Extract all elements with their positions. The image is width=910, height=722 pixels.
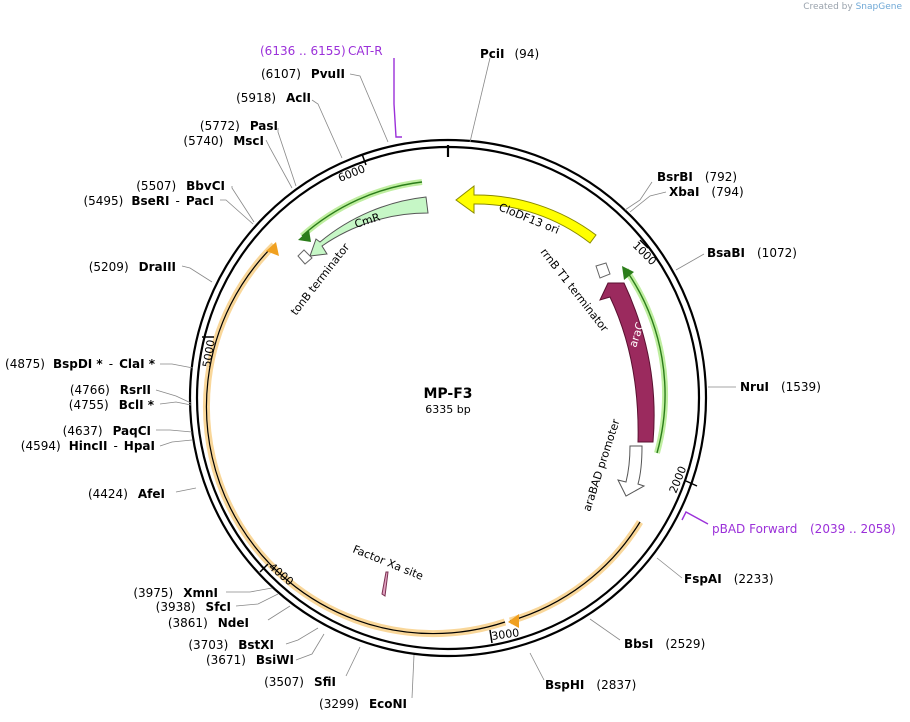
- tick-marks: [202, 153, 698, 644]
- site-hincii-hpai: (4594)HincII-HpaI: [21, 439, 155, 453]
- site-bseri-paci: (5495)BseRI-PacI: [83, 194, 214, 208]
- site-bsabi: BsaBI(1072): [707, 246, 797, 260]
- feature-clodf13-ori: [455, 184, 597, 244]
- feature-arac: [599, 282, 655, 443]
- site-nrui: NruI(1539): [740, 380, 821, 394]
- feature-factor-xa-site: [381, 571, 389, 597]
- site-bspdi-clai: (4875)BspDI *-ClaI *: [5, 357, 156, 371]
- label-rrnb-terminator: rrnB T1 terminator: [538, 246, 612, 335]
- site-fspai: FspAI(2233): [684, 572, 774, 586]
- site-bsphi: BspHI(2837): [545, 678, 636, 692]
- orf-arc-arac: [622, 266, 669, 454]
- plasmid-size: 6335 bp: [425, 403, 470, 416]
- site-msci: (5740)MscI: [183, 134, 264, 148]
- site-draiii: (5209)DraIII: [89, 260, 176, 274]
- orf-arc-large: [203, 242, 507, 638]
- site-paqci: (4637)PaqCI: [63, 424, 151, 438]
- credit-brand: SnapGene: [855, 2, 902, 12]
- site-leaders: [155, 57, 736, 699]
- label-arabad-promoter: araBAD promoter: [580, 417, 622, 513]
- site-pvuii: (6107)PvuII: [261, 67, 345, 81]
- site-bcli: (4755)BclI *: [69, 398, 155, 412]
- snapgene-credit: Created by SnapGene: [803, 2, 902, 12]
- site-sfii: (3507)SfiI: [264, 675, 336, 689]
- site-bbvci: (5507)BbvCI: [136, 179, 225, 193]
- site-econi: (3299)EcoNI: [319, 697, 407, 711]
- plasmid-name: MP-F3: [423, 386, 472, 402]
- site-bsiwi: (3671)BsiWI: [206, 653, 294, 667]
- site-acli: (5918)AclI: [236, 91, 311, 105]
- primer-cat-r-name: CAT-R: [348, 44, 383, 58]
- primer-cat-r: (6136 .. 6155) CAT-R: [260, 44, 402, 138]
- site-sfci: (3938)SfcI: [156, 600, 231, 614]
- label-cmr: CmR: [353, 210, 382, 231]
- tick-label-5000: 5000: [200, 339, 218, 369]
- site-bsrbi: BsrBI(792): [657, 170, 737, 184]
- tick-label-6000: 6000: [336, 162, 367, 185]
- site-pcii: PciI(94): [480, 47, 539, 61]
- tick-label-3000: 3000: [491, 626, 521, 643]
- label-factor-xa-site: Factor Xa site: [351, 543, 425, 583]
- backbone-outer: [188, 138, 708, 658]
- orf-arc-lower: [508, 520, 643, 628]
- orf-arc-cmr: [298, 179, 423, 242]
- credit-prefix: Created by: [803, 2, 853, 12]
- site-bstxi: (3703)BstXI: [188, 638, 274, 652]
- site-bbsi: BbsI(2529): [624, 637, 705, 651]
- primer-cat-r-range: (6136 .. 6155): [260, 44, 346, 58]
- site-rsrii: (4766)RsrII: [70, 383, 151, 397]
- primer-pbad-forward: pBAD Forward (2039 .. 2058): [681, 511, 896, 536]
- feature-cmr: [309, 196, 429, 257]
- site-ndei: (3861)NdeI: [168, 616, 249, 630]
- feature-rrnb-terminator: [595, 262, 611, 279]
- site-afei: (4424)AfeI: [88, 487, 165, 501]
- feature-tonb-terminator: [297, 249, 313, 265]
- feature-arabad-promoter: [617, 445, 646, 497]
- site-xbai: XbaI(794): [669, 185, 744, 199]
- primer-pbad-forward-name: pBAD Forward: [712, 522, 797, 536]
- site-pasi: (5772)PasI: [200, 119, 278, 133]
- site-xmni: (3975)XmnI: [133, 586, 218, 600]
- primer-pbad-forward-range: (2039 .. 2058): [810, 522, 896, 536]
